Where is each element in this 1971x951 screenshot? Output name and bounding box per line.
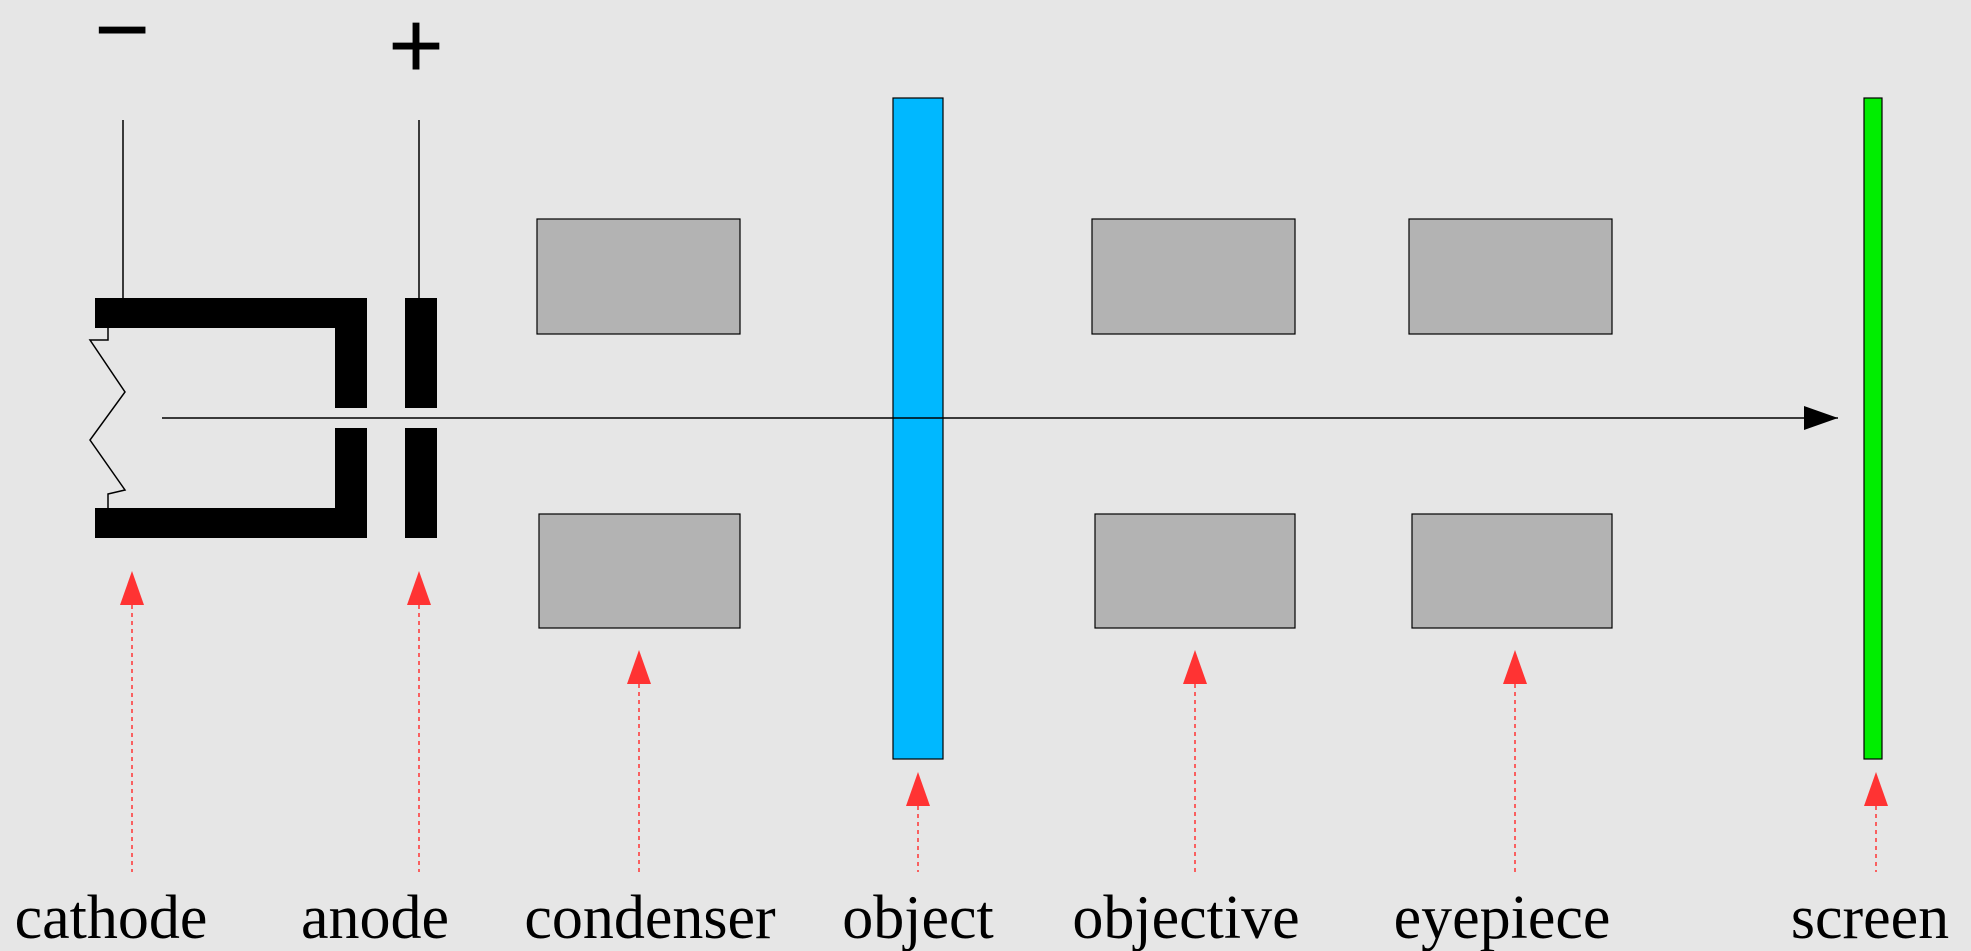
cathode-label: cathode: [15, 884, 208, 951]
cathode-top-plate: [95, 298, 367, 328]
condenser-pointer-arrowhead-icon: [627, 650, 651, 684]
eyepiece-pointer-arrowhead-icon: [1503, 650, 1527, 684]
condenser-lower-lens: [538, 513, 741, 629]
eyepiece-lower-lens: [1411, 513, 1613, 629]
object-specimen: [892, 97, 944, 760]
viewing-screen: [1863, 97, 1883, 760]
anode-pointer: [407, 571, 431, 872]
objective-pointer-arrowhead-icon: [1183, 650, 1207, 684]
objective-upper-lens: [1091, 218, 1296, 335]
pointer-markers: [120, 571, 1888, 872]
cathode-minus-sign: −: [94, 0, 150, 83]
condenser-label: condenser: [524, 884, 776, 951]
cathode-bottom-plate: [95, 508, 367, 538]
cathode-pointer-arrowhead-icon: [120, 571, 144, 605]
cathode-pointer: [120, 571, 144, 872]
object-pointer: [906, 772, 930, 872]
anode-plus-sign: +: [388, 0, 444, 99]
condenser-upper-lens: [536, 218, 741, 335]
objective-label: objective: [1072, 884, 1299, 951]
anode-upper-plate: [405, 298, 437, 408]
objective-pointer: [1183, 650, 1207, 872]
object-label: object: [842, 884, 994, 951]
eyepiece-pointer: [1503, 650, 1527, 872]
screen-pointer-arrowhead-icon: [1864, 772, 1888, 806]
objective-lower-lens: [1094, 513, 1296, 629]
screen-pointer: [1864, 772, 1888, 872]
cathode-lower-aperture: [335, 428, 367, 538]
cathode-upper-aperture: [335, 298, 367, 408]
cathode-assembly: [88, 298, 367, 538]
anode-pointer-arrowhead-icon: [407, 571, 431, 605]
eyepiece-label: eyepiece: [1394, 884, 1611, 951]
condenser-pointer: [627, 650, 651, 872]
cathode-filament: [88, 328, 127, 508]
anode-assembly: [405, 298, 437, 538]
anode-label: anode: [301, 884, 449, 951]
object-pointer-arrowhead-icon: [906, 772, 930, 806]
anode-lower-plate: [405, 428, 437, 538]
screen-label: screen: [1791, 884, 1949, 951]
eyepiece-upper-lens: [1408, 218, 1613, 335]
